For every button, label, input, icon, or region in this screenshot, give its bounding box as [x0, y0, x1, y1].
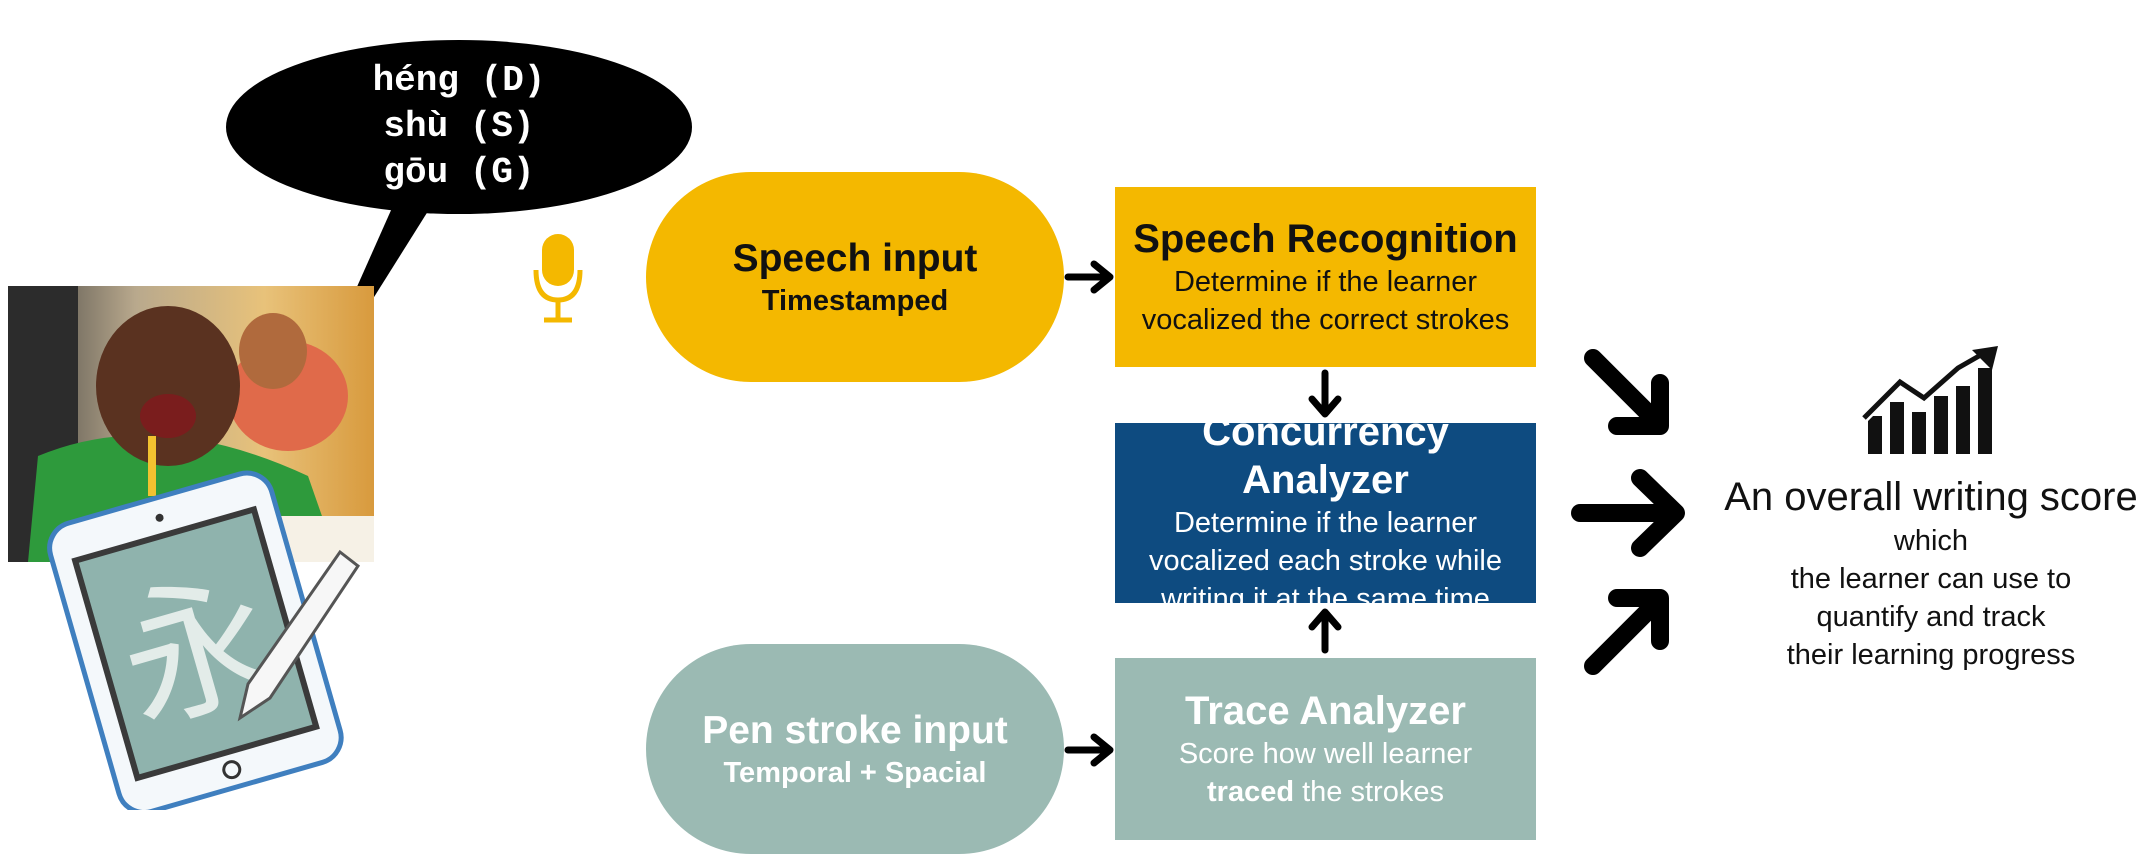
result-block: An overall writing score which the learn… [1716, 472, 2146, 674]
speech-bubble-line: gōu (G) [383, 152, 535, 193]
trace-analyzer-desc-rest: the strokes [1294, 776, 1444, 808]
pen-input-subtitle: Temporal + Spacial [723, 756, 987, 789]
result-title: An overall writing score [1724, 475, 2138, 519]
trace-analyzer-desc: traced the strokes [1207, 773, 1444, 811]
trace-analyzer-title: Trace Analyzer [1185, 689, 1466, 733]
arrow-icon [1064, 260, 1114, 294]
speech-bubble-line: héng (D) [372, 60, 546, 101]
arrow-icon [1584, 349, 1669, 435]
arrow-icon [1308, 369, 1342, 418]
microphone-icon [533, 234, 583, 323]
arrow-icon [1571, 469, 1685, 557]
trace-analyzer-desc-bold: traced [1207, 776, 1295, 808]
tablet-illustration: 永 [47, 470, 361, 810]
result-desc: their learning progress [1786, 639, 2076, 671]
pen-input-node: Pen stroke input Temporal + Spacial [646, 644, 1064, 854]
trace-analyzer-box: Trace Analyzer Score how well learner tr… [1115, 658, 1536, 840]
trace-analyzer-desc: Score how well learner [1178, 738, 1473, 770]
speech-input-title: Speech input [732, 236, 978, 280]
chart-growth-icon [1862, 346, 1998, 454]
speech-recognition-box: Speech Recognition Determine if the lear… [1115, 187, 1536, 367]
concurrency-analyzer-desc: Determine if the learner [1173, 507, 1478, 539]
arrow-icon [1308, 608, 1342, 654]
speech-bubble: héng (D) shù (S) gōu (G) [226, 40, 692, 214]
result-desc: which [1893, 525, 1969, 557]
concurrency-analyzer-desc: vocalized each stroke while [1148, 545, 1502, 577]
speech-recognition-title: Speech Recognition [1133, 217, 1518, 261]
result-desc: the learner can use to [1790, 563, 2072, 595]
speech-input-node: Speech input Timestamped [646, 172, 1064, 382]
speech-bubble-line: shù (S) [383, 106, 535, 147]
arrow-icon [1064, 733, 1114, 767]
arrow-icon [1584, 589, 1669, 675]
speech-input-subtitle: Timestamped [761, 284, 949, 317]
speech-recognition-desc: vocalized the correct strokes [1141, 304, 1510, 336]
speech-recognition-desc: Determine if the learner [1173, 266, 1478, 298]
result-desc: quantify and track [1816, 601, 2046, 633]
pen-input-title: Pen stroke input [702, 708, 1008, 752]
